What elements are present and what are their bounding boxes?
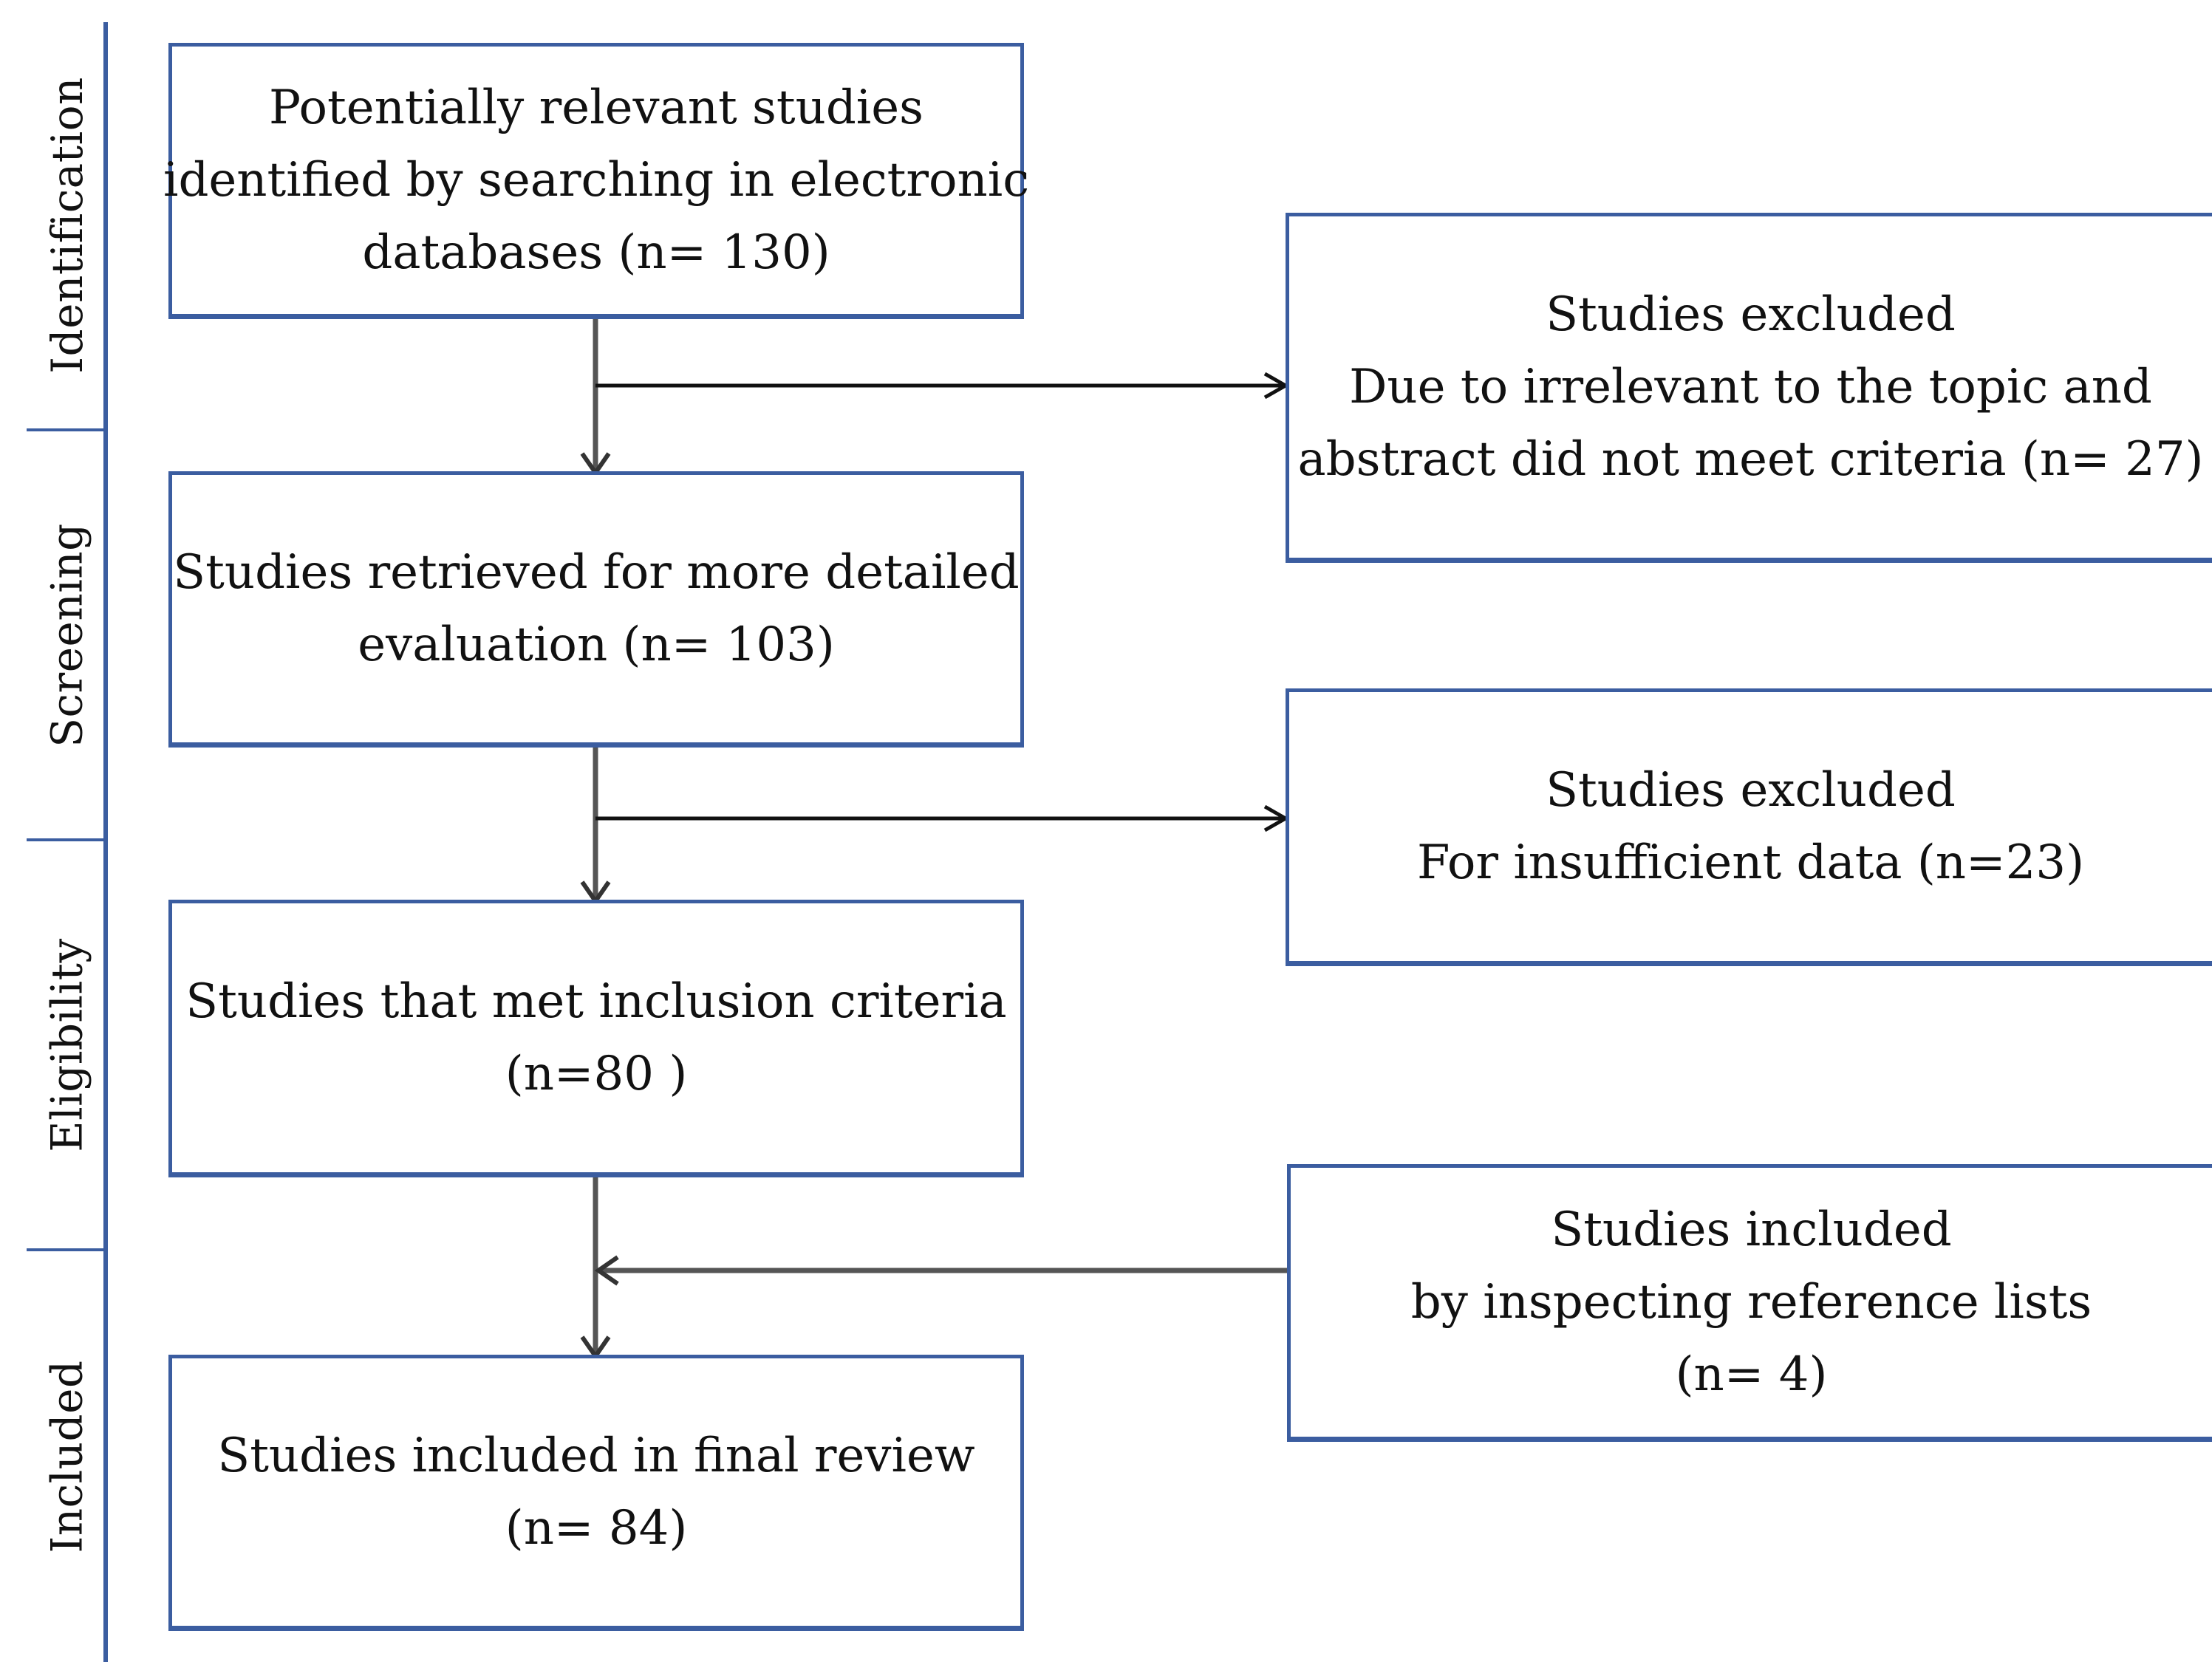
box-met-inclusion-criteria: Studies that met inclusion criteria (n=8… — [168, 900, 1024, 1177]
stage-divider — [27, 428, 108, 431]
box-included-references: Studies included by inspecting reference… — [1287, 1164, 2212, 1442]
stage-rail-line — [103, 22, 108, 1662]
box-line: Studies excluded — [1546, 763, 1956, 818]
box-line: (n= 4) — [1675, 1347, 1828, 1402]
stage-divider — [27, 838, 108, 841]
box-line: (n=80 ) — [505, 1047, 688, 1101]
box-line: Studies included — [1551, 1203, 1952, 1257]
box-line: Studies excluded — [1546, 287, 1956, 342]
box-identified-studies: Potentially relevant studies identified … — [163, 43, 1029, 319]
box-excluded-irrelevant: Studies excluded Due to irrelevant to th… — [1286, 213, 2212, 563]
box-line: Studies that met inclusion criteria — [185, 974, 1007, 1029]
box-line: Studies included in final review — [217, 1429, 975, 1483]
box-line: identified by searching in electronic — [163, 153, 1030, 208]
stage-divider — [27, 1248, 108, 1251]
box-retrieved-studies: Studies retrieved for more detailed eval… — [168, 471, 1024, 748]
box-line: databases (n= 130) — [362, 225, 830, 280]
box-line: abstract did not meet criteria (n= 27) — [1297, 432, 2204, 487]
box-line: evaluation (n= 103) — [358, 618, 835, 672]
box-line: by inspecting reference lists — [1410, 1275, 2092, 1330]
box-line: Due to irrelevant to the topic and — [1349, 360, 2152, 414]
box-line: Potentially relevant studies — [269, 81, 924, 135]
box-line: Studies retrieved for more detailed — [173, 545, 1020, 600]
box-line: For insufficient data (n=23) — [1416, 835, 2085, 890]
arrowhead-left — [594, 1255, 619, 1286]
box-excluded-insufficient: Studies excluded For insufficient data (… — [1286, 688, 2212, 966]
box-final-review: Studies included in final review (n= 84) — [168, 1355, 1024, 1631]
box-line: (n= 84) — [505, 1501, 688, 1556]
